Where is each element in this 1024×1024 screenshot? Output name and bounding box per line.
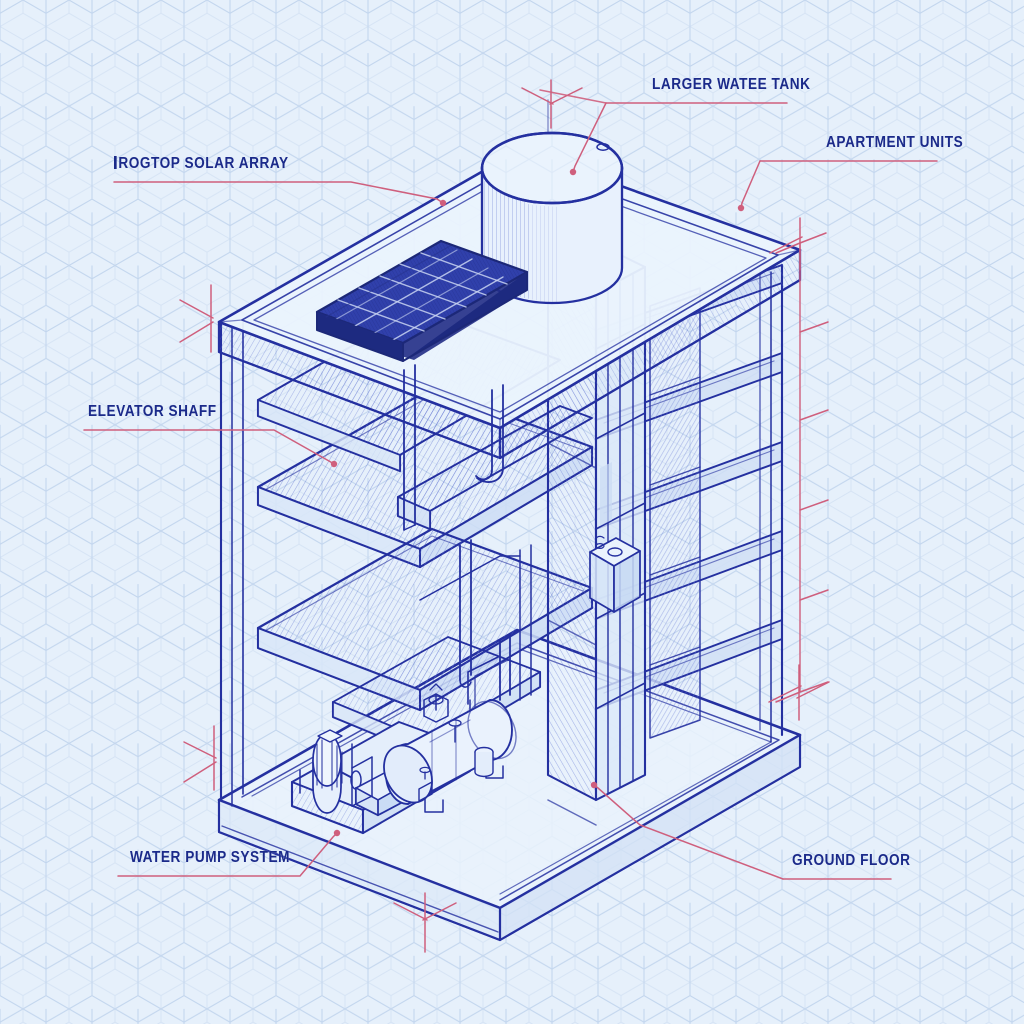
structural-column-right (759, 263, 784, 743)
mark-base-right (768, 664, 830, 721)
label-elevator-shaft: ELEVATOR SHAFF (88, 403, 217, 421)
leader-rooftop-solar-array (113, 181, 447, 207)
label-rooftop-solar-array-text: ROGTOP SOLAR ARRAY (118, 155, 289, 172)
label-apartment-units: APARTMENT UNITS (826, 134, 963, 152)
riser-pipe (467, 634, 511, 709)
rooftop-water-tank (480, 131, 624, 305)
leader-water-pump-system (117, 829, 341, 877)
rooftop-solar-array (315, 239, 529, 362)
mark-base-left (183, 725, 217, 791)
mark-roof-right (769, 217, 803, 271)
label-larger-water-tank: LARGER WATEE TANK (652, 76, 811, 94)
label-rooftop-solar-array: ROGTOP SOLAR ARRAY (114, 155, 289, 173)
mark-base-front (393, 892, 457, 953)
registration-marks (179, 79, 830, 953)
pump-base-frame (299, 743, 373, 807)
label-ground-floor: GROUND FLOOR (792, 852, 910, 870)
label-elevator-shaft-text: ELEVATOR SHAFF (88, 403, 217, 420)
roof-support-beam (396, 405, 593, 531)
label-water-pump-system: WATER PUMP SYSTEM (130, 849, 290, 867)
right-elevation-dimension-line (775, 232, 829, 703)
drain-bucket (474, 746, 494, 778)
mark-roof-left (179, 284, 214, 353)
leader-larger-water-tank (539, 89, 788, 176)
label-artifact-glyph (114, 156, 117, 169)
valve-manifold (418, 683, 462, 802)
mark-roof-top (521, 79, 583, 129)
label-larger-water-tank-text: LARGER WATEE TANK (652, 76, 811, 93)
label-water-pump-system-text: WATER PUMP SYSTEM (130, 849, 291, 866)
water-pump-machinery (290, 634, 517, 835)
elevator-control-box (589, 535, 641, 613)
base-trim-lines (221, 825, 499, 933)
label-ground-floor-text: GROUND FLOOR (792, 852, 911, 869)
leader-elevator-shaft (83, 429, 338, 468)
leader-apartment-units (737, 160, 938, 212)
leader-ground-floor (590, 781, 892, 880)
pump-motor (312, 729, 362, 814)
structural-column-left (219, 320, 244, 807)
interior-support-posts (403, 364, 532, 701)
label-apartment-units-text: APARTMENT UNITS (826, 134, 964, 151)
